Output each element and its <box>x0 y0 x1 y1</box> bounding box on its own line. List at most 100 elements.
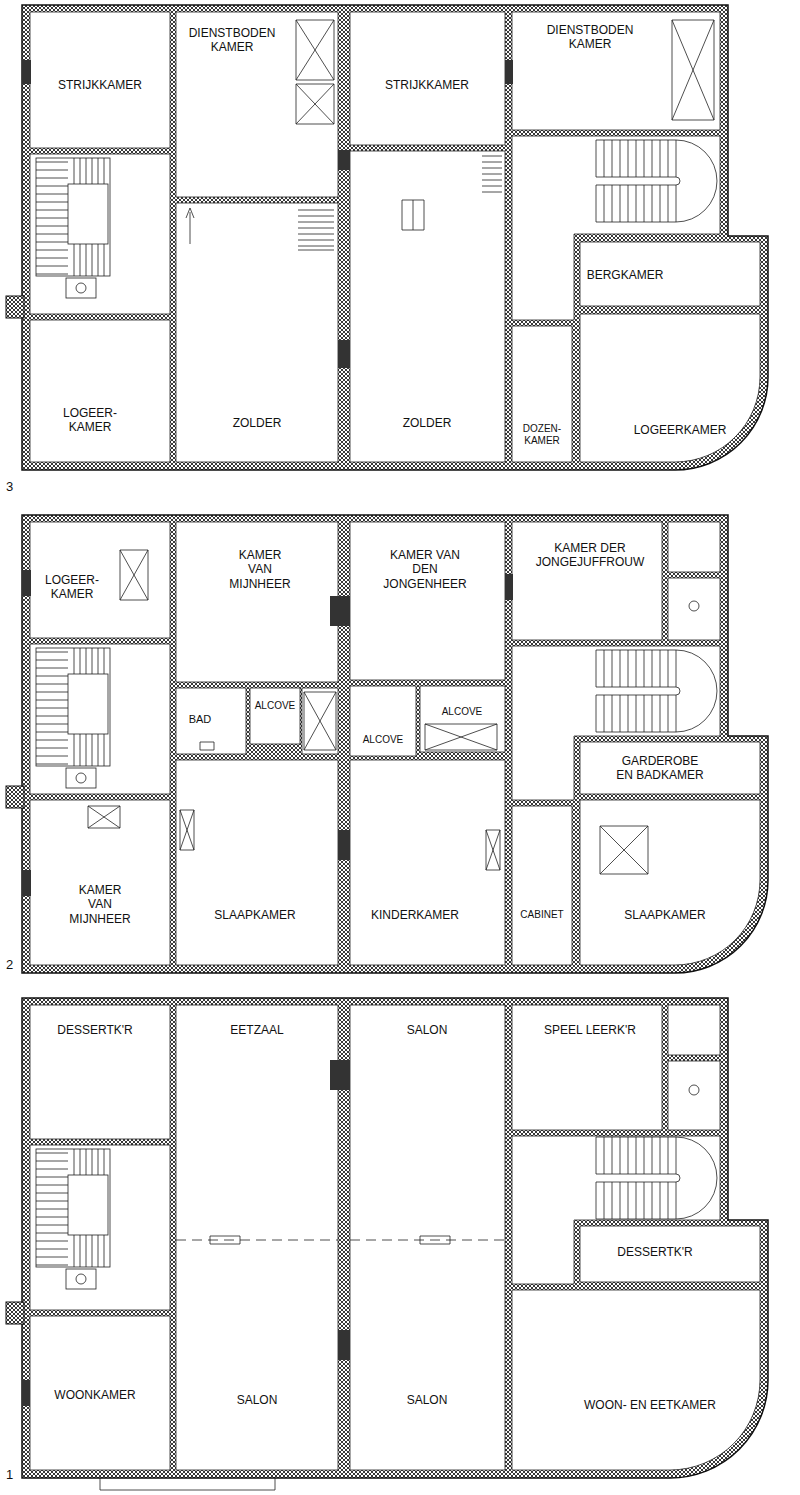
plan-shape <box>30 644 170 794</box>
room: LOGEER- KAMER <box>30 522 115 638</box>
room: GARDEROBE EN BADKAMER <box>580 742 760 794</box>
room: ZOLDER <box>176 203 338 462</box>
plan-shape <box>350 522 505 680</box>
plan-shape <box>22 570 31 596</box>
room: DESSERTK'R <box>30 1005 170 1139</box>
room: WOON- EN EETKAMER <box>512 1290 760 1470</box>
plan-shape <box>88 806 120 828</box>
room-label: ZOLDER <box>187 416 327 430</box>
room: LOGEERKAMER <box>580 314 760 462</box>
plan-shape <box>668 522 720 572</box>
plan-shape <box>350 1005 505 1470</box>
room: KINDERKAMER <box>350 760 505 965</box>
plan-shape <box>600 826 648 874</box>
plan-shape <box>22 5 768 470</box>
room-label: CABINET <box>514 909 570 921</box>
plan-shape <box>668 1005 720 1055</box>
plan-shape <box>689 1085 699 1095</box>
plan-shape <box>200 742 214 750</box>
plan-shape <box>330 596 350 626</box>
room-label: ALCOVE <box>251 700 299 712</box>
plan-shape <box>100 1478 275 1490</box>
plan-shape <box>505 60 513 84</box>
room: STRIJKKAMER <box>30 12 170 148</box>
plan-shape <box>176 688 246 754</box>
plan-shape <box>512 806 572 965</box>
room: CABINET <box>512 806 572 965</box>
room-label: KINDERKAMER <box>360 908 470 922</box>
plan-shape <box>6 296 24 318</box>
plan-shape <box>580 242 760 306</box>
plan-shape <box>180 810 194 850</box>
room-label: SLAAPKAMER <box>185 908 325 922</box>
room-label: DESSERTK'R <box>595 1245 715 1259</box>
plan-shape <box>425 724 497 750</box>
room: DIENSTBODEN KAMER <box>512 12 662 130</box>
plan-shape <box>296 84 334 124</box>
room-label: WOONKAMER <box>35 1388 155 1402</box>
room: SALON <box>350 1242 505 1470</box>
room-label: KAMER VAN MIJNHEER <box>227 548 293 591</box>
plan-shape <box>512 12 720 130</box>
room-label: KAMER DER JONGEJUFFROUW <box>520 541 660 570</box>
stair-symbol <box>596 650 717 732</box>
plan-shape <box>350 151 505 462</box>
plan-shape <box>22 1380 30 1406</box>
room-label: ALCOVE <box>353 734 413 746</box>
floor-three <box>6 5 768 470</box>
plan-shape <box>304 692 336 750</box>
room-label: DIENSTBODEN KAMER <box>182 26 282 55</box>
plan-shape <box>298 210 334 250</box>
room: BERGKAMER <box>580 242 760 306</box>
plan-shape <box>420 686 505 752</box>
plan-shape <box>6 1302 24 1324</box>
stair-symbol <box>36 648 110 788</box>
plan-shape <box>338 150 350 170</box>
room: ZOLDER <box>350 151 505 462</box>
room-label: BERGKAMER <box>583 268 667 282</box>
floor-number: 2 <box>6 958 13 972</box>
plan-shape <box>689 601 699 611</box>
room: DESSERTK'R <box>580 1226 760 1282</box>
room-label: LOGEER- KAMER <box>34 573 110 602</box>
plan-shape <box>338 830 350 860</box>
stair-symbol <box>36 1149 110 1289</box>
room-label: DOZEN- KAMER <box>514 423 570 447</box>
plan-shape <box>580 800 760 965</box>
plan-shape <box>350 12 505 145</box>
room-label: STRIJKKAMER <box>35 78 165 92</box>
floor-one <box>6 998 768 1490</box>
plan-shape <box>176 1005 338 1470</box>
plan-shape <box>580 314 760 462</box>
room: DOZEN- KAMER <box>512 326 572 462</box>
room: SALON <box>176 1242 338 1470</box>
room: ALCOVE <box>420 686 505 752</box>
stair-symbol <box>596 1137 717 1219</box>
room: BAD <box>176 688 246 754</box>
plan-shape <box>482 156 502 192</box>
room-label: EETZAAL <box>187 1023 327 1037</box>
room: EETZAAL <box>176 1005 338 1238</box>
plan-shape <box>176 12 338 197</box>
plan-shape <box>210 1236 450 1244</box>
plan-shape <box>668 578 720 640</box>
room-label: ZOLDER <box>357 416 497 430</box>
plan-shape <box>30 522 170 638</box>
plan-shape <box>350 686 416 756</box>
room-label: LOGEER- KAMER <box>55 406 125 435</box>
plan-shape <box>486 830 500 870</box>
stair-symbol <box>596 140 717 222</box>
plan-shape <box>512 522 662 640</box>
room-label: SPEEL LEERK'R <box>520 1023 660 1037</box>
room: KAMER VAN DEN JONGENHEER <box>350 522 505 680</box>
room: KAMER VAN MIJNHEER <box>30 800 170 965</box>
plan-shape <box>30 800 170 965</box>
plan-shape <box>120 550 148 600</box>
room-label: ALCOVE <box>424 706 500 718</box>
plan-shape <box>302 688 338 754</box>
room-label: STRIJKKAMER <box>357 78 497 92</box>
room-label: KAMER VAN MIJNHEER <box>67 883 133 926</box>
room: STRIJKKAMER <box>350 12 505 145</box>
